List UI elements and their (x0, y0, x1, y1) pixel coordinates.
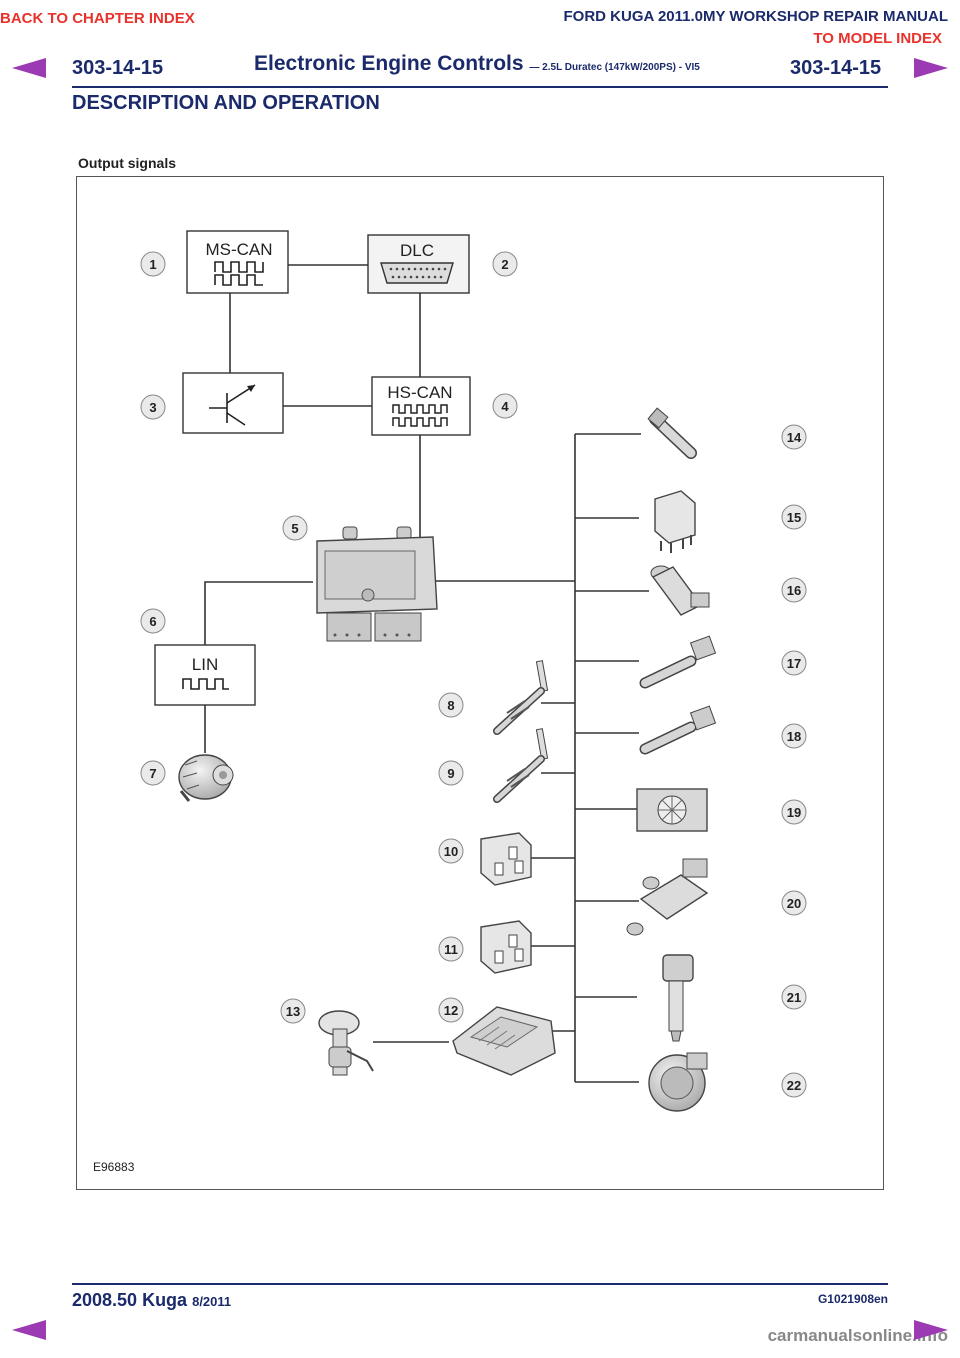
relay-c (654, 490, 696, 553)
next-page-arrow-icon-bottom[interactable] (914, 1320, 948, 1340)
callout-5: 5 (282, 515, 308, 541)
fuel-injector (647, 407, 697, 459)
relay-b (480, 920, 532, 974)
callout-1: 1 (140, 251, 166, 277)
callout-label: 14 (787, 430, 802, 445)
callout-label: 9 (447, 766, 454, 781)
callout-12: 12 (438, 997, 464, 1023)
lin-label: LIN (192, 655, 218, 674)
callout-label: 1 (149, 257, 156, 272)
callout-label: 20 (787, 896, 801, 911)
previous-page-arrow-icon-bottom[interactable] (12, 1320, 46, 1340)
callout-label: 12 (444, 1003, 458, 1018)
relay-a (480, 832, 532, 886)
callout-label: 7 (149, 766, 156, 781)
callout-label: 5 (291, 521, 298, 536)
fuel-pump-unit (318, 1010, 374, 1076)
callout-14: 14 (781, 424, 807, 450)
callout-7: 7 (140, 760, 166, 786)
to-model-index-link[interactable]: TO MODEL INDEX (813, 30, 942, 47)
lin-bus-module: LIN (154, 644, 256, 706)
section-title: Electronic Engine Controls (254, 52, 524, 75)
callout-15: 15 (781, 504, 807, 530)
camshaft-sensor (639, 635, 717, 689)
output-signals-diagram: MS-CAN DLC HS-CAN (93, 230, 807, 1174)
footer-model-name: 2008.50 Kuga (72, 1290, 188, 1310)
callout-label: 2 (501, 257, 508, 272)
callout-markers: 1 2 3 4 5 6 7 8 9 10 11 12 13 14 15 16 1… (140, 251, 807, 1098)
callout-8: 8 (438, 692, 464, 718)
figure-code: E96883 (93, 1160, 135, 1174)
callout-label: 3 (149, 400, 156, 415)
callout-10: 10 (438, 838, 464, 864)
callout-label: 17 (787, 656, 801, 671)
callout-20: 20 (781, 890, 807, 916)
callout-label: 19 (787, 805, 801, 820)
callout-16: 16 (781, 577, 807, 603)
dlc-label: DLC (400, 241, 434, 260)
header-rule (72, 86, 888, 88)
control-module (452, 1006, 556, 1076)
callout-2: 2 (492, 251, 518, 277)
callout-label: 4 (501, 399, 509, 414)
hs-can-module: HS-CAN (371, 376, 471, 436)
callout-4: 4 (492, 393, 518, 419)
callout-label: 15 (787, 510, 801, 525)
throttle-body (648, 1052, 708, 1112)
previous-page-arrow-icon[interactable] (12, 58, 46, 78)
footer-model: 2008.50 Kuga 8/2011 (72, 1290, 231, 1311)
callout-label: 10 (444, 844, 458, 859)
ignition-coil (662, 954, 694, 1042)
manual-title: FORD KUGA 2011.0MY WORKSHOP REPAIR MANUA… (563, 8, 949, 25)
callout-17: 17 (781, 650, 807, 676)
hs-can-label: HS-CAN (387, 383, 452, 402)
callout-label: 11 (444, 942, 458, 957)
footer-code: G1021908en (817, 1292, 888, 1306)
crankshaft-sensor (639, 705, 717, 755)
section-number-left: 303-14-15 (72, 57, 164, 79)
cooling-fan-module (636, 788, 708, 832)
gateway-module (182, 372, 284, 434)
callout-11: 11 (438, 936, 464, 962)
section-number-right: 303-14-15 (790, 57, 882, 79)
callout-label: 22 (787, 1078, 801, 1093)
back-to-chapter-index-link[interactable]: BACK TO CHAPTER INDEX (0, 10, 195, 27)
callout-label: 13 (286, 1004, 300, 1019)
callout-19: 19 (781, 799, 807, 825)
callout-label: 6 (149, 614, 156, 629)
ms-can-module: MS-CAN (186, 230, 289, 294)
watermark: carmanualsonline.info (767, 1326, 948, 1345)
callout-9: 9 (438, 760, 464, 786)
section-heading: Electronic Engine Controls — 2.5L Durate… (254, 52, 700, 76)
callout-6: 6 (140, 608, 166, 634)
dlc-connector: DLC (367, 234, 470, 294)
callout-21: 21 (781, 984, 807, 1010)
footer-rule (72, 1283, 888, 1285)
oxygen-sensor-downstream (493, 728, 549, 803)
output-signals-figure: MS-CAN DLC HS-CAN (76, 176, 884, 1190)
solenoid-valve (650, 565, 710, 616)
callout-label: 18 (787, 729, 801, 744)
callout-label: 21 (787, 990, 801, 1005)
oxygen-sensor-upstream (493, 660, 549, 735)
ecm-module (316, 526, 438, 642)
document-title: DESCRIPTION AND OPERATION (72, 92, 380, 114)
callout-13: 13 (280, 998, 306, 1024)
callout-label: 8 (447, 698, 454, 713)
callout-label: 16 (787, 583, 801, 598)
footer-date: 8/2011 (192, 1294, 232, 1309)
generator (178, 754, 234, 802)
section-subtitle: — 2.5L Duratec (147kW/200PS) - VI5 (529, 62, 700, 73)
callout-3: 3 (140, 394, 166, 420)
callout-22: 22 (781, 1072, 807, 1098)
wiring (204, 264, 649, 1083)
figure-caption: Output signals (78, 155, 176, 171)
next-page-arrow-icon[interactable] (914, 58, 948, 78)
callout-18: 18 (781, 723, 807, 749)
purge-valve (626, 858, 709, 936)
ms-can-label: MS-CAN (205, 240, 272, 259)
